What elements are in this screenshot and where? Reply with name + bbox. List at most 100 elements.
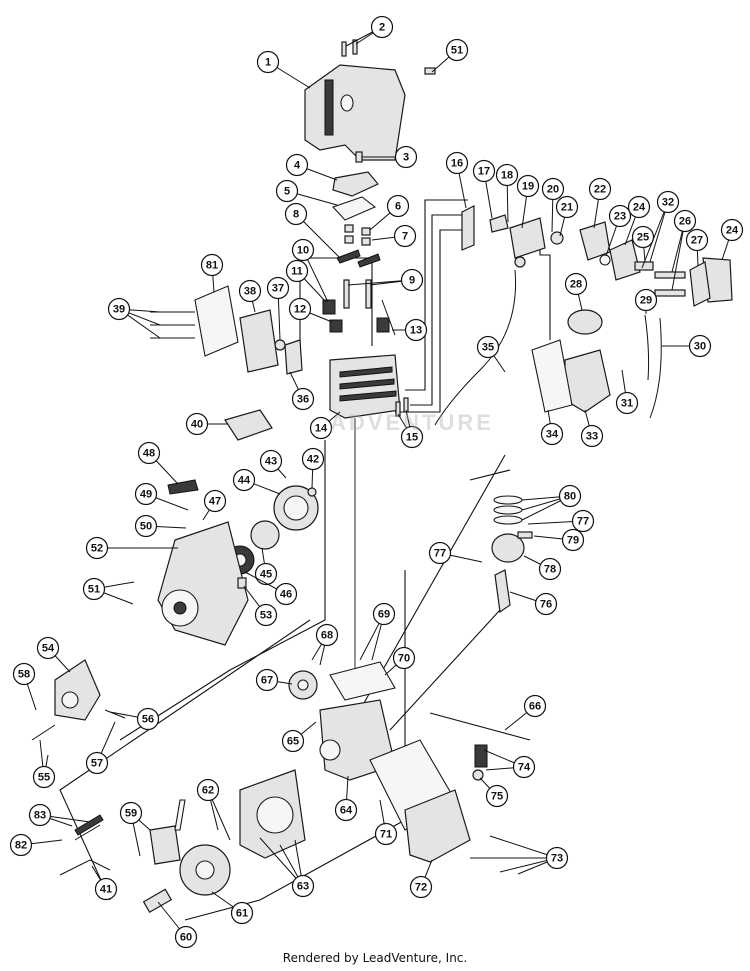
callout-circle [203, 489, 227, 513]
callout-circle [634, 288, 658, 312]
carburetor-shape [579, 221, 611, 261]
callout-circle [291, 874, 315, 898]
callout-circle [615, 391, 639, 415]
callout-30: 30 [662, 334, 712, 358]
cover-slot-shape [324, 79, 334, 136]
callout-circle [538, 557, 562, 581]
callout-number: 49 [140, 489, 152, 501]
callout-circle [545, 846, 569, 870]
callout-78: 78 [523, 555, 562, 581]
callout-circle [134, 482, 158, 506]
callout-circle [285, 259, 309, 283]
callout-number: 16 [451, 158, 463, 170]
callout-circle [409, 875, 433, 899]
callout-number: 19 [522, 181, 534, 193]
callout-number: 75 [491, 791, 503, 803]
callout-72: 72 [409, 859, 433, 899]
callout-circle [555, 195, 579, 219]
callout-number: 54 [42, 643, 55, 655]
callout-circle [370, 15, 394, 39]
callout-65: 65 [281, 721, 317, 753]
callout-circle [12, 662, 36, 686]
callout-number: 35 [482, 342, 494, 354]
callout-circle [580, 424, 604, 448]
callout-56: 56 [109, 707, 160, 731]
callout-number: 47 [209, 496, 221, 508]
callout-number: 12 [294, 304, 306, 316]
engine-cover-shape [304, 64, 406, 161]
callout-43: 43 [259, 449, 287, 479]
callout-circle [495, 163, 519, 187]
callout-circle [472, 159, 496, 183]
callout-circle [281, 729, 305, 753]
callout-26: 26 [671, 209, 697, 291]
cover-hole-shape [340, 94, 354, 112]
callout-circle [720, 218, 744, 242]
muffler-shape [239, 309, 279, 373]
callout-32: 32 [641, 190, 680, 269]
callout-15: 15 [397, 409, 424, 449]
callout-number: 56 [142, 714, 154, 726]
callout-circle [134, 514, 158, 538]
callout-number: 62 [202, 785, 214, 797]
callout-circle [571, 509, 595, 533]
callout-circle [259, 449, 283, 473]
callout-circle [428, 541, 452, 565]
callout-77: 77 [527, 509, 595, 533]
parts [31, 39, 733, 914]
callout-number: 24 [633, 202, 646, 214]
callout-number: 50 [140, 521, 152, 533]
callout-number: 38 [244, 286, 256, 298]
callout-circle [94, 877, 118, 901]
callout-circle [196, 778, 220, 802]
callout-circle [476, 335, 500, 359]
callout-number: 48 [143, 448, 155, 460]
callout-1: 1 [256, 50, 311, 89]
callout-circle [485, 784, 509, 808]
callout-39: 39 [107, 297, 161, 339]
callout-circle [291, 387, 315, 411]
callout-circle [285, 153, 309, 177]
callout-circle [561, 528, 585, 552]
callout-number: 74 [518, 762, 531, 774]
callout-circle [445, 38, 469, 62]
callout-circle [656, 190, 680, 214]
callout-circle [688, 334, 712, 358]
callout-19: 19 [516, 174, 540, 229]
callout-number: 67 [261, 675, 273, 687]
callout-number: 80 [564, 491, 576, 503]
callout-80: 80 [521, 484, 582, 521]
callout-circle [386, 194, 410, 218]
callout-circle [119, 801, 143, 825]
callout-7: 7 [371, 224, 417, 248]
callout-circle [608, 204, 632, 228]
callout-74: 74 [483, 749, 536, 779]
callout-53: 53 [243, 585, 278, 627]
callout-31: 31 [615, 369, 639, 415]
callout-leader-line [641, 201, 669, 269]
callout-21: 21 [555, 195, 579, 237]
watermark-text: ADVENTURE [330, 410, 494, 435]
callout-circle [85, 536, 109, 560]
shroud-shape [54, 659, 101, 721]
callout-13: 13 [392, 318, 428, 342]
callout-number: 57 [91, 758, 103, 770]
callout-number: 25 [637, 232, 649, 244]
callout-76: 76 [509, 591, 558, 616]
callout-82: 82 [9, 833, 63, 857]
callout-circle [136, 707, 160, 731]
callout-62: 62 [196, 778, 231, 841]
callout-circle [588, 177, 612, 201]
callout-number: 34 [546, 429, 559, 441]
callout-number: 33 [586, 431, 598, 443]
callout-number: 65 [287, 736, 299, 748]
callout-circle [540, 422, 564, 446]
callout-circle [288, 297, 312, 321]
callout-number: 78 [544, 564, 556, 576]
callout-circle [512, 755, 536, 779]
callout-number: 46 [280, 589, 292, 601]
callout-circle [85, 751, 109, 775]
callout-number: 32 [662, 197, 674, 209]
callout-number: 21 [561, 202, 573, 214]
